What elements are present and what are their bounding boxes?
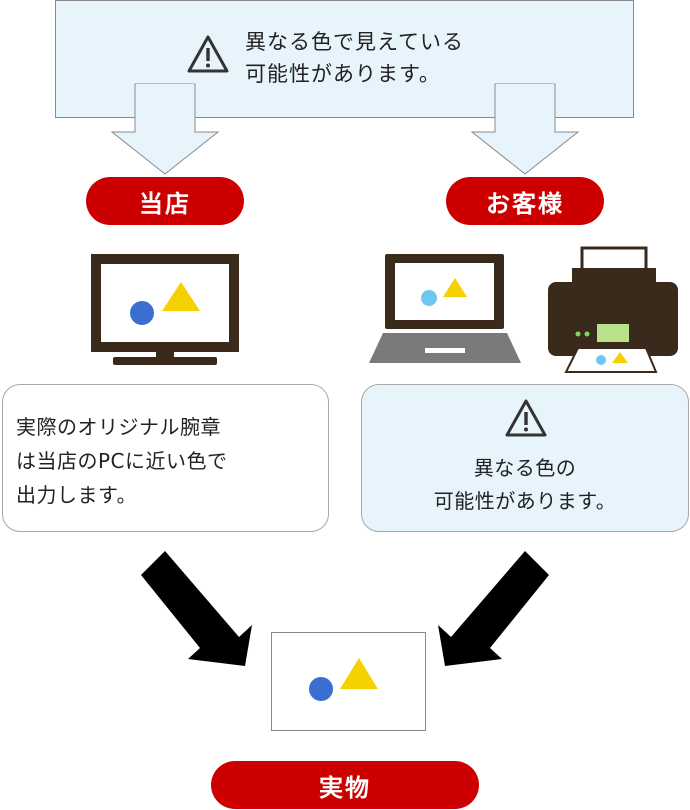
store-label: 当店	[86, 177, 244, 225]
store-info-card	[2, 384, 329, 532]
customer-label: お客様	[446, 177, 604, 225]
actual-product-shapes	[309, 658, 378, 701]
customer-info-line2: 可能性があります。	[433, 489, 617, 513]
arrow-join-left	[136, 84, 194, 118]
customer-info-card	[361, 384, 689, 532]
laptop-icon	[369, 254, 521, 363]
warning-icon	[187, 35, 229, 73]
store-info-text: 実際のオリジナル腕章 は当店のPCに近い色で 出力します。	[16, 410, 316, 512]
actual-label: 実物	[211, 761, 479, 809]
arrow-join-right	[496, 84, 554, 118]
printer-icon	[548, 246, 678, 373]
store-info-line3: 出力します。	[16, 483, 137, 507]
store-info-line1: 実際のオリジナル腕章	[16, 415, 221, 439]
top-notice-line2: 可能性があります。	[245, 62, 441, 86]
top-notice-line1: 異なる色で見えている	[245, 30, 464, 54]
monitor-icon	[91, 254, 239, 365]
customer-info-line1: 異なる色の	[473, 456, 577, 480]
warning-icon	[505, 399, 547, 437]
top-notice-text: 異なる色で見えている 可能性があります。	[245, 26, 575, 90]
customer-info-text: 異なる色の 可能性があります。	[361, 452, 689, 518]
store-info-line2: は当店のPCに近い色で	[16, 449, 228, 473]
